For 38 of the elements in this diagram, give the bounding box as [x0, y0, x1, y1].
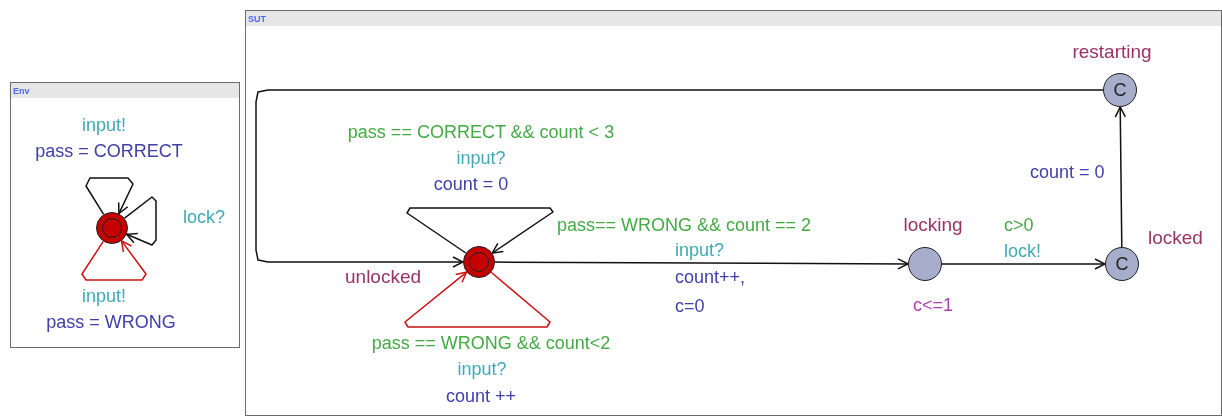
- transition-label: count = 0: [433, 173, 509, 195]
- location-name: locking: [903, 213, 963, 237]
- committed-mark: C: [1115, 255, 1129, 273]
- transition-label: c>0: [1004, 214, 1034, 236]
- self-loop-arrow: [81, 240, 147, 281]
- committed-mark: C: [1113, 81, 1127, 99]
- transition-label: pass== WRONG && count == 2: [557, 214, 812, 236]
- transition-label: count ++: [445, 385, 517, 407]
- template-name: SUT: [248, 13, 266, 24]
- transition-label: count = 0: [1030, 161, 1105, 183]
- self-loop-arrow: [85, 177, 134, 216]
- template-panel: [245, 10, 1222, 416]
- transition-arrow: [941, 258, 1106, 270]
- transition-label: input?: [675, 239, 725, 261]
- location-name: unlocked: [345, 265, 422, 289]
- transition-label: c=0: [675, 295, 705, 317]
- self-loop-arrow: [404, 271, 551, 328]
- transition-label: input!: [82, 285, 126, 307]
- transition-label: input!: [82, 114, 126, 136]
- transition-label: lock?: [183, 206, 225, 228]
- transition-label: input?: [457, 358, 507, 380]
- transition-label: pass = WRONG: [46, 311, 176, 333]
- transition-arrow: [1114, 106, 1127, 248]
- location-name: restarting: [1072, 40, 1152, 64]
- location-name: locked: [1148, 226, 1203, 250]
- transition-label: pass == CORRECT && count < 3: [347, 121, 615, 143]
- transition-label: input?: [456, 147, 506, 169]
- transition-label: pass == WRONG && count<2: [371, 332, 611, 354]
- transition-label: count++,: [675, 266, 746, 288]
- transition-label: lock!: [1004, 240, 1041, 262]
- self-loop-arrow: [406, 207, 554, 254]
- invariant-label: c<=1: [913, 294, 953, 316]
- transition-arrow: [255, 89, 1104, 268]
- transition-arrow: [494, 258, 909, 270]
- template-name: Env: [13, 85, 30, 96]
- transition-label: pass = CORRECT: [35, 140, 183, 162]
- self-loop-arrow: [123, 196, 157, 246]
- template-panel: [10, 82, 240, 348]
